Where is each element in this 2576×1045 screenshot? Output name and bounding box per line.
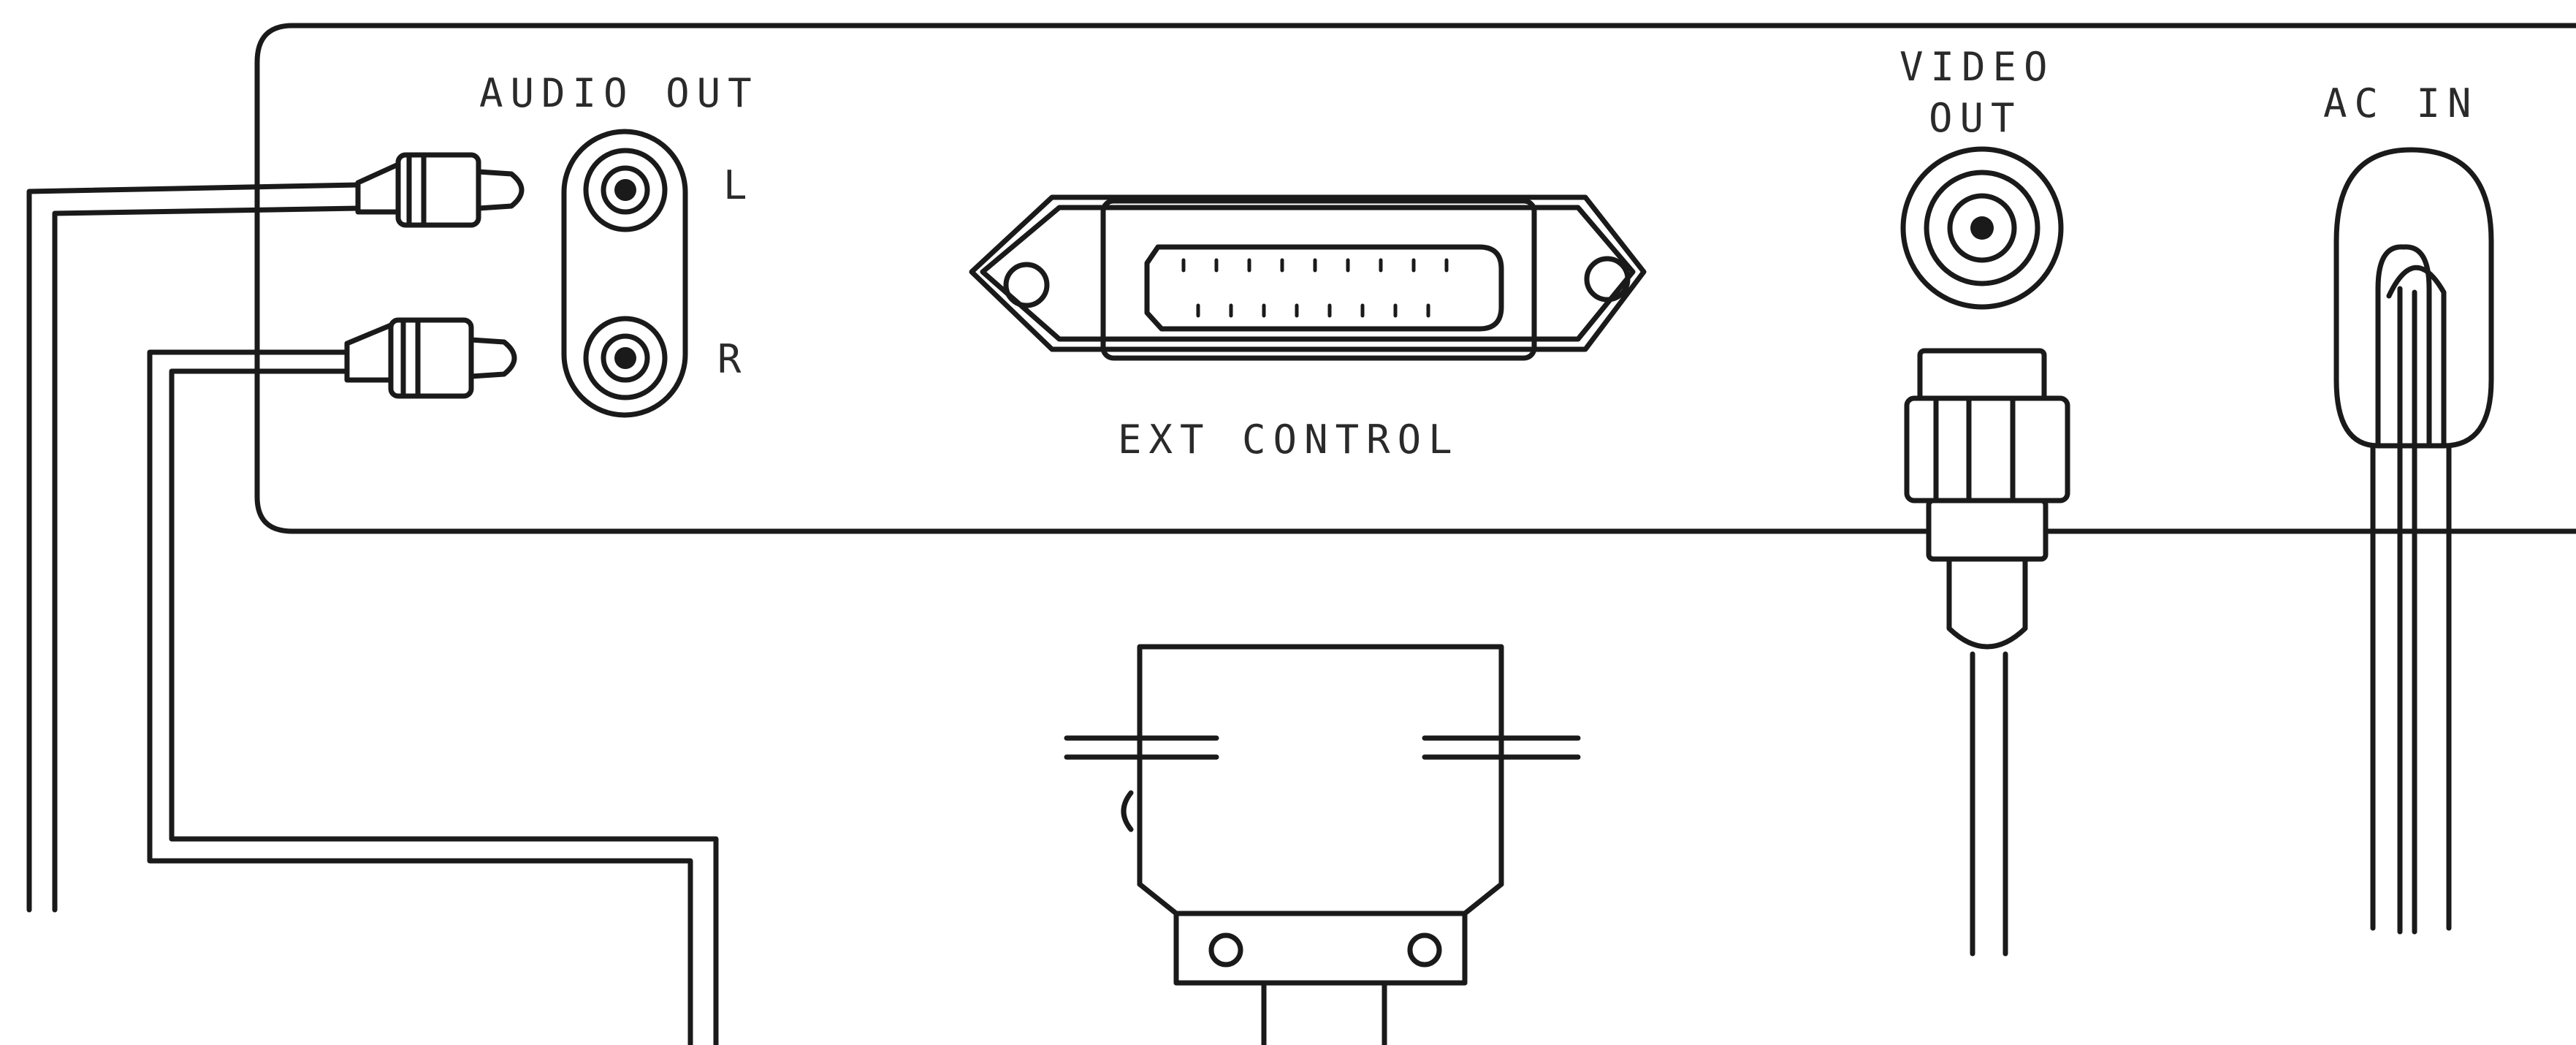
ext-control-connector — [969, 194, 1647, 361]
ext-control-screw-right — [1584, 256, 1631, 303]
ac-in-label: AC IN — [2323, 80, 2479, 126]
audio-jack-left — [583, 148, 668, 232]
ext-control-cable — [1261, 980, 1387, 1045]
ext-control-label: EXT CONTROL — [1118, 417, 1460, 463]
ac-power-cord — [2370, 286, 2452, 935]
ac-in-inlet — [2333, 147, 2494, 449]
ext-control-screw-left — [1003, 262, 1050, 308]
audio-cable-right — [147, 349, 719, 1045]
right-channel-label: R — [717, 336, 749, 382]
video-out-jack — [1900, 146, 2064, 310]
video-cable — [1970, 651, 2008, 957]
video-out-label-line2: OUT — [1929, 95, 2022, 141]
rear-panel-outline — [254, 23, 2576, 534]
left-channel-label: L — [723, 162, 755, 208]
audio-jack-right — [583, 316, 668, 400]
rca-plug-right — [344, 317, 517, 399]
ext-control-plug — [1064, 644, 1581, 1045]
audio-cable-left — [26, 182, 361, 913]
video-cable-plug — [1904, 348, 2070, 650]
rca-plug-left — [355, 152, 525, 228]
audio-jack-plate — [561, 129, 688, 418]
video-out-label-line1: VIDEO — [1899, 44, 2055, 90]
audio-out-label: AUDIO OUT — [479, 70, 759, 116]
